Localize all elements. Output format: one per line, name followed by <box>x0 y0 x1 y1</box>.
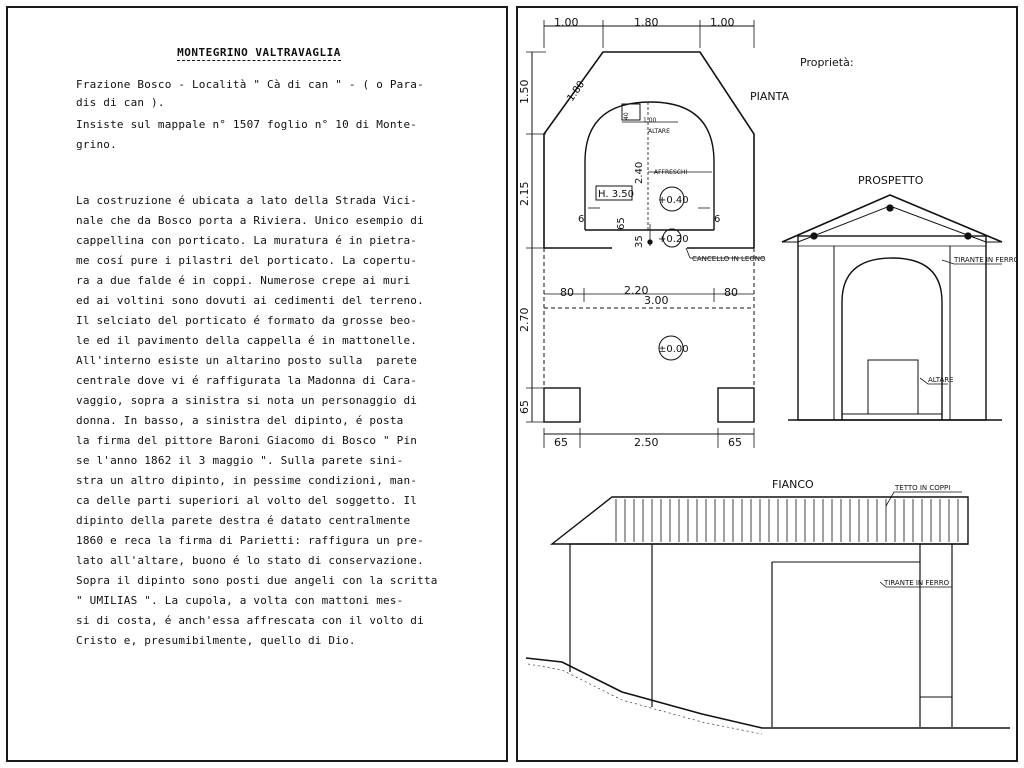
h-350: H. 3.50 <box>598 189 634 200</box>
top-dim-2: 1.80 <box>634 16 659 29</box>
level-040: +0.40 <box>658 195 689 206</box>
text-line: cappellina con porticato. La muratura é … <box>76 234 418 247</box>
altare-label: ALTARE <box>648 128 670 135</box>
dim-65: 65 <box>616 217 627 230</box>
fianco-title: FIANCO <box>772 478 814 491</box>
diag-dim: 1.80 <box>565 79 587 104</box>
text-line: Sopra il dipinto sono posti due angeli c… <box>76 574 438 587</box>
text-line: si di costa, é anch'essa affrescata con … <box>76 614 424 627</box>
cancello-label: CANCELLO IN LEGNO <box>692 255 766 263</box>
affreschi-label: AFFRESCHI <box>654 169 687 176</box>
level-000: ±0.00 <box>658 344 689 355</box>
pianta-title: PIANTA <box>750 90 789 103</box>
left-dim-1: 1.50 <box>518 80 531 105</box>
text-line: vaggio, sopra a sinistra si nota un pers… <box>76 394 418 407</box>
altare-width: 1.00 <box>643 117 657 124</box>
document-title: MONTEGRINO VALTRAVAGLIA <box>177 46 341 61</box>
text-line: ca delle parti superiori al volto del so… <box>76 494 418 507</box>
mid-dim-3: 80 <box>724 286 738 299</box>
text-line: la firma del pittore Baroni Giacomo di B… <box>76 434 418 447</box>
text-line: donna. In basso, a sinistra del dipinto,… <box>76 414 404 427</box>
wall-6-left: 6 <box>578 214 584 225</box>
side-tirante: TIRANTE IN FERRO <box>883 579 950 587</box>
text-line: ra a due falde é in coppi. Numerose crep… <box>76 274 411 287</box>
altare-box-dim: 40 <box>623 112 630 120</box>
bottom-dim-3: 65 <box>728 436 742 449</box>
text-line: stra un altro dipinto, in pessime condiz… <box>76 474 418 487</box>
text-line: centrale dove vi é raffigurata la Madonn… <box>76 374 418 387</box>
text-line: Frazione Bosco - Località " Cà di can " … <box>76 78 424 91</box>
text-line: 1860 e reca la firma di Parietti: raffig… <box>76 534 424 547</box>
elevation-tirante: TIRANTE IN FERRO <box>953 256 1016 264</box>
text-line: La costruzione é ubicata a lato della St… <box>76 194 418 207</box>
dim-35: 35 <box>634 235 645 248</box>
mid-dim-2: 2.20 <box>624 284 649 297</box>
text-line: dipinto della parete destra é datato cen… <box>76 514 411 527</box>
left-dim-4: 65 <box>518 400 531 414</box>
prospetto-title: PROSPETTO <box>858 174 924 187</box>
bottom-dim-1: 65 <box>554 436 568 449</box>
left-dim-3: 2.70 <box>518 308 531 333</box>
text-line: Insiste sul mappale n° 1507 foglio n° 10… <box>76 118 418 131</box>
top-dim-3: 1.00 <box>710 16 735 29</box>
side-view <box>525 491 1010 735</box>
text-page: MONTEGRINO VALTRAVAGLIA Frazione Bosco -… <box>6 6 508 762</box>
text-line: Cristo e, presumibilmente, quello di Dio… <box>76 634 356 647</box>
wall-6-right: 6 <box>714 214 720 225</box>
text-line: " UMILIAS ". La cupola, a volta con matt… <box>76 594 404 607</box>
elevation-altare: ALTARE <box>928 376 954 384</box>
level-020: +0.20 <box>658 234 689 245</box>
text-line: lato all'altare, buono é lo stato di con… <box>76 554 424 567</box>
plan-view <box>526 20 764 448</box>
left-dim-2: 2.15 <box>518 182 531 207</box>
text-line: Il selciato del porticato é formato da g… <box>76 314 418 327</box>
text-line: nale che da Bosco porta a Riviera. Unico… <box>76 214 424 227</box>
bottom-dim-2: 2.50 <box>634 436 659 449</box>
text-line: le ed il pavimento della cappella é in m… <box>76 334 418 347</box>
drawing-page: 1.00 1.80 1.00 1.50 2.15 2.70 65 1.80 Pr… <box>516 6 1020 762</box>
proprieta-label: Proprietà: <box>800 56 854 69</box>
top-dim-1: 1.00 <box>554 16 579 29</box>
text-line: me cosí pure i pilastri del porticato. L… <box>76 254 418 267</box>
mid-dim-1: 80 <box>560 286 574 299</box>
height-240: 2.40 <box>634 162 645 184</box>
text-line: ed ai voltini sono dovuti ai cedimenti d… <box>76 294 424 307</box>
text-line: grino. <box>76 138 117 151</box>
text-line: dis di can ). <box>76 96 165 109</box>
elevation-view <box>781 194 1003 421</box>
text-line: All'interno esiste un altarino posto sul… <box>76 354 418 367</box>
text-line: se l'anno 1862 il 3 maggio ". Sulla pare… <box>76 454 404 467</box>
mid-total: 3.00 <box>644 294 669 307</box>
architectural-drawing: 1.00 1.80 1.00 1.50 2.15 2.70 65 1.80 Pr… <box>518 16 1020 735</box>
side-tetto: TETTO IN COPPI <box>894 484 950 492</box>
